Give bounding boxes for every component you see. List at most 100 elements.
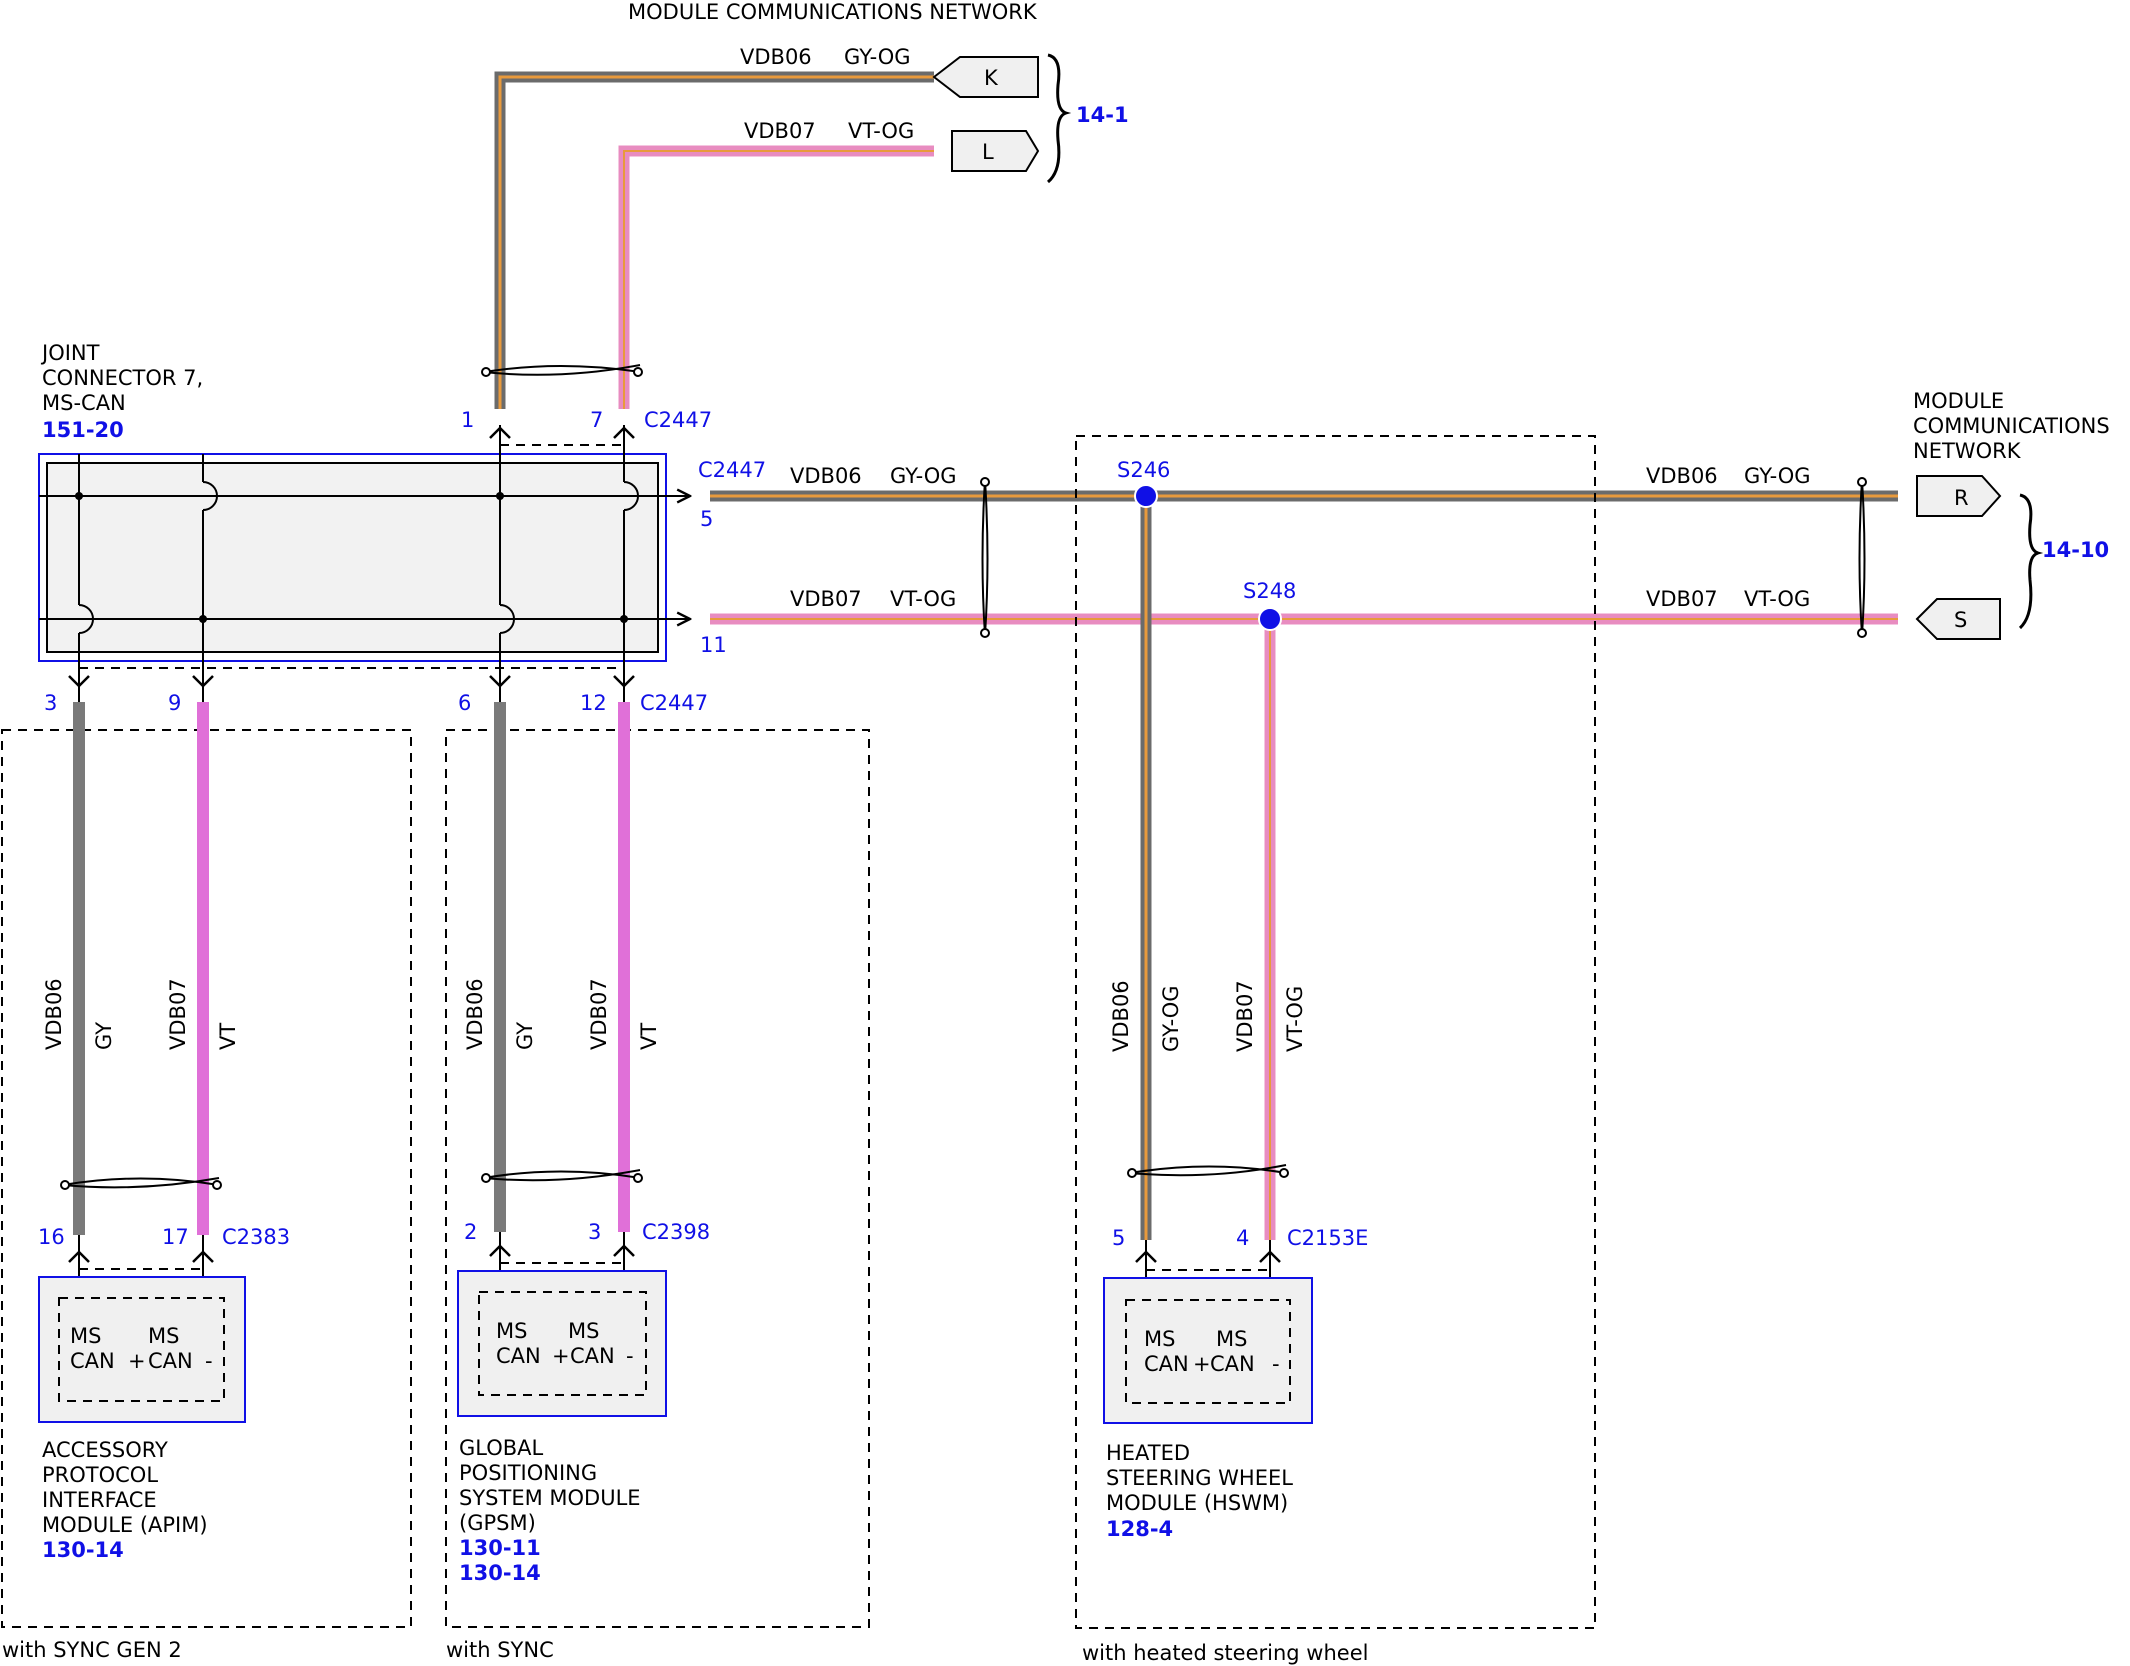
apim-wire1-circuit: VDB06 (42, 978, 66, 1050)
gpsm-pin-label-plus: + (552, 1344, 570, 1368)
hswm-pin1-label: 5 (1112, 1226, 1125, 1250)
hswm-pin-label-a2: CAN (1144, 1352, 1189, 1376)
hswm-pin-label-b1: MS (1216, 1327, 1247, 1351)
pin-12-label: 12 (580, 691, 607, 715)
gpsm-wire2-circuit: VDB07 (587, 978, 611, 1050)
splice-s248-label: S248 (1243, 579, 1296, 603)
hswm-pin-label-minus: - (1272, 1352, 1280, 1376)
connector-c2447-bottom-label: C2447 (640, 691, 708, 715)
hswm-pin-label-a1: MS (1144, 1327, 1175, 1351)
connector-l-label: L (982, 140, 994, 164)
gpsm-pin-label-a1: MS (496, 1319, 527, 1343)
gpsm-connector-label: C2398 (642, 1220, 710, 1244)
connector-r[interactable]: R (1916, 475, 2002, 517)
hswm-name-3: MODULE (HSWM) (1106, 1491, 1288, 1515)
twist-hswm (1127, 1164, 1289, 1178)
bus-upper-right-color: GY-OG (1744, 464, 1811, 488)
top-network-ref-link[interactable]: 14-1 (1076, 103, 1129, 127)
gpsm-name-4: (GPSM) (459, 1511, 536, 1535)
pin-3-label: 3 (44, 691, 57, 715)
right-network-ref-link[interactable]: 14-10 (2042, 538, 2109, 562)
hswm-wire2-circuit: VDB07 (1233, 980, 1257, 1052)
gpsm-option-box (445, 729, 870, 1628)
wire-top-vdb06 (494, 71, 934, 409)
right-network-title-2: COMMUNICATIONS (1913, 414, 2110, 438)
bus-upper-right-circuit: VDB06 (1646, 464, 1718, 488)
gpsm-ref-link-2[interactable]: 130-14 (459, 1561, 541, 1585)
connector-c2447-top-label: C2447 (644, 408, 712, 432)
connector-r-label: R (1954, 486, 1969, 510)
joint-bottom-pins (68, 667, 635, 702)
apim-name-3: INTERFACE (42, 1488, 157, 1512)
apim-pin-label-minus: - (205, 1349, 213, 1373)
brace-right (2018, 493, 2044, 630)
gpsm-pin-label-b1: MS (568, 1319, 599, 1343)
gpsm-ref-link-1[interactable]: 130-11 (459, 1536, 541, 1560)
apim-pin-label-a2: CAN (70, 1349, 115, 1373)
bus-upper-left-color: GY-OG (890, 464, 957, 488)
right-network-title-3: NETWORK (1913, 439, 2022, 463)
gpsm-wire1-color: GY (513, 1022, 537, 1050)
gpsm-condition: with SYNC (446, 1638, 554, 1662)
joint-connector-name-3: MS-CAN (42, 391, 126, 415)
gpsm-name-1: GLOBAL (459, 1436, 544, 1460)
gpsm-pin-label-b2: CAN (570, 1344, 615, 1368)
bus-lower-left-color: VT-OG (890, 587, 956, 611)
hswm-pin-label-b2: CAN (1210, 1352, 1255, 1376)
hswm-ref-link[interactable]: 128-4 (1106, 1517, 1173, 1541)
gpsm-name-3: SYSTEM MODULE (459, 1486, 641, 1510)
hswm-pin-label-plus: + (1193, 1352, 1211, 1376)
top-wire1-circuit: VDB06 (740, 45, 812, 69)
apim-ref-link[interactable]: 130-14 (42, 1538, 124, 1562)
joint-connector-name-2: CONNECTOR 7, (42, 366, 203, 390)
bus-upper-left-circuit: VDB06 (790, 464, 862, 488)
gpsm-wire1-circuit: VDB06 (463, 978, 487, 1050)
hswm-pin2-label: 4 (1236, 1226, 1249, 1250)
hswm-module[interactable] (1103, 1277, 1313, 1424)
top-wire2-color: VT-OG (848, 119, 914, 143)
apim-pin-label-b2: CAN (148, 1349, 193, 1373)
hswm-connector-label: C2153E (1287, 1226, 1368, 1250)
twist-apim (60, 1177, 222, 1190)
joint-top-pins (489, 425, 635, 450)
gpsm-wire2-color: VT (637, 1023, 661, 1050)
connector-s-label: S (1954, 608, 1967, 632)
apim-pin-label-plus: + (128, 1349, 146, 1373)
gpsm-pin1-label: 2 (464, 1220, 477, 1244)
top-wire2-circuit: VDB07 (744, 119, 816, 143)
apim-wire2-circuit: VDB07 (166, 978, 190, 1050)
apim-wire2-color: VT (216, 1023, 240, 1050)
brace-top (1046, 53, 1072, 184)
splice-s246-label: S246 (1117, 458, 1170, 482)
connector-l[interactable]: L (951, 130, 1040, 172)
joint-connector-body[interactable] (38, 440, 690, 672)
pin-9-label: 9 (168, 691, 181, 715)
hswm-wire1-circuit: VDB06 (1109, 980, 1133, 1052)
apim-pin2-label: 17 (162, 1225, 189, 1249)
twist-top (481, 364, 643, 377)
connector-k[interactable]: K (932, 56, 1039, 98)
hswm-option-box (1075, 435, 1596, 1629)
apim-pin1-label: 16 (38, 1225, 65, 1249)
bus-lower-right-circuit: VDB07 (1646, 587, 1718, 611)
hswm-name-2: STEERING WHEEL (1106, 1466, 1293, 1490)
bus-lower-right-color: VT-OG (1744, 587, 1810, 611)
connector-s[interactable]: S (1915, 598, 2001, 640)
gpsm-module[interactable] (457, 1270, 667, 1417)
joint-connector-ref-link[interactable]: 151-20 (42, 418, 124, 442)
apim-connector-label: C2383 (222, 1225, 290, 1249)
splice-s246 (1134, 484, 1158, 508)
apim-condition: with SYNC GEN 2 (2, 1638, 182, 1662)
hswm-wire1-color: GY-OG (1159, 985, 1183, 1052)
bus-lower-left-circuit: VDB07 (790, 587, 862, 611)
apim-name-1: ACCESSORY (42, 1438, 168, 1462)
apim-module[interactable] (38, 1276, 246, 1423)
twist-bus-left (980, 477, 990, 638)
apim-name-4: MODULE (APIM) (42, 1513, 208, 1537)
hswm-condition: with heated steering wheel (1082, 1641, 1368, 1665)
twist-gpsm (481, 1169, 643, 1183)
apim-name-2: PROTOCOL (42, 1463, 158, 1487)
right-network-title-1: MODULE (1913, 389, 2004, 413)
pin-11-label: 11 (700, 633, 727, 657)
